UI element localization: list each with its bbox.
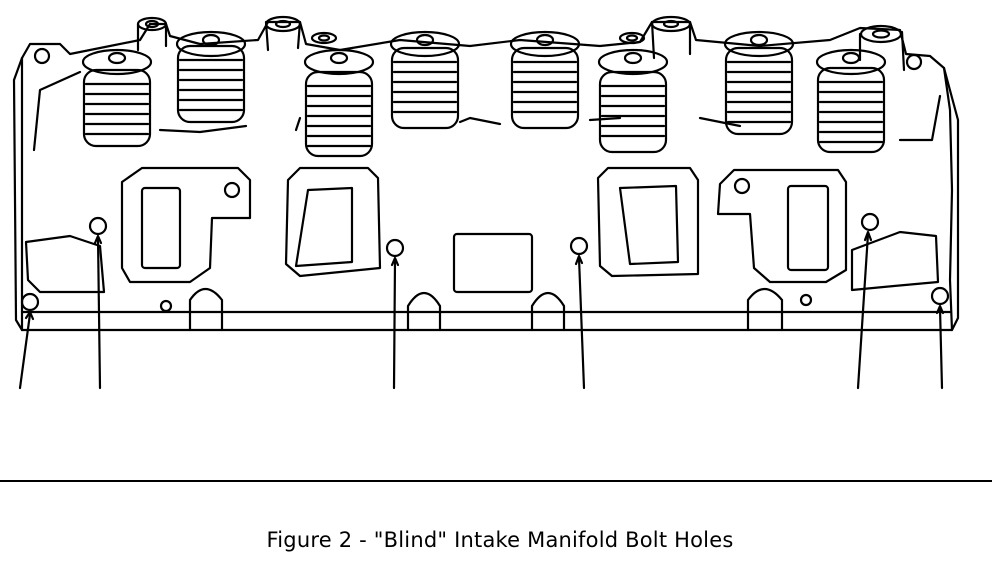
small-hole-d: [799, 293, 813, 307]
stud-boss-5: [650, 15, 692, 60]
head-casting-outline: [20, 20, 954, 332]
corner-hole-left: [33, 47, 51, 65]
rocker-rail: [32, 70, 942, 152]
lower-arch-4: [746, 287, 784, 332]
port-cavity-1: [120, 166, 252, 284]
corner-hole-right: [905, 53, 923, 71]
valve-spring-8: [815, 48, 887, 154]
leader-arrows: [18, 230, 945, 390]
bolt-hole-5: [860, 212, 880, 232]
stud-boss-2: [264, 15, 302, 52]
head-lower-face: [12, 56, 960, 332]
port-cavity-4: [716, 168, 848, 284]
port-cavity-3: [596, 166, 700, 278]
left-end-pad: [24, 234, 106, 294]
port-opening-3: [618, 184, 680, 266]
bolt-hole-3: [385, 238, 405, 258]
port-opening-center: [452, 232, 534, 294]
port-cavity-2: [284, 166, 382, 278]
valve-spring-1: [81, 48, 153, 148]
valve-spring-5: [509, 30, 581, 130]
small-hole-a: [223, 181, 241, 199]
stud-boss-4: [618, 31, 646, 45]
stud-boss-6: [858, 24, 906, 72]
valve-spring-2: [175, 30, 247, 124]
lower-arch-2: [406, 291, 442, 332]
port-opening-2: [294, 186, 354, 268]
valve-spring-7: [723, 30, 795, 136]
lower-arch-3: [530, 291, 566, 332]
stud-boss-3: [310, 31, 338, 45]
right-end-pad: [850, 230, 940, 292]
bolt-hole-1: [20, 292, 40, 312]
valve-spring-3: [303, 48, 375, 158]
bolt-hole-2: [88, 216, 108, 236]
bolt-hole-6: [930, 286, 950, 306]
valve-spring-6: [597, 48, 669, 154]
small-hole-b: [733, 177, 751, 195]
stud-boss-1: [136, 16, 168, 52]
port-opening-1: [140, 186, 182, 270]
valve-spring-4: [389, 30, 461, 130]
lower-arch-1: [188, 287, 224, 332]
figure-caption: Figure 2 - "Blind" Intake Manifold Bolt …: [266, 528, 734, 552]
small-hole-c: [159, 299, 173, 313]
bolt-hole-4: [569, 236, 589, 256]
port-opening-4: [786, 184, 830, 272]
